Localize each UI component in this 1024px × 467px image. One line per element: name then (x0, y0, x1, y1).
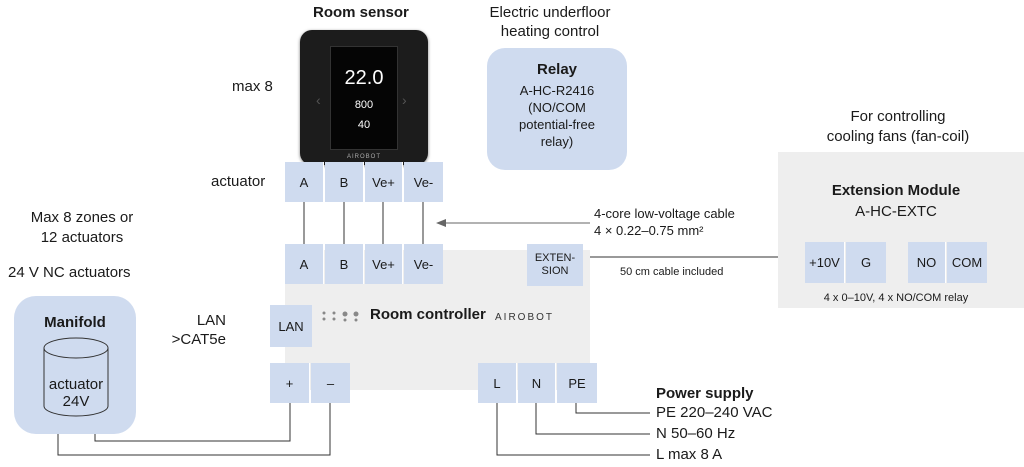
extension-module-box: Extension Module A-HC-EXTC +10V G NO COM… (778, 152, 1024, 308)
power-supply-title: Power supply (656, 385, 754, 402)
relay-line1: A-HC-R2416 (519, 83, 595, 98)
relay-header: Electric underfloor heating control (474, 3, 626, 41)
cable-arrow-head (436, 219, 446, 227)
lan-label: LAN >CAT5e (166, 311, 226, 349)
controller-terminal-ve-plus: Ve+ (365, 244, 403, 284)
manifold-box: Manifold actuator 24V (14, 296, 136, 434)
controller-terminal-a: A (285, 244, 324, 284)
wire-l (496, 403, 650, 456)
extension-module-title: Extension Module (831, 182, 961, 199)
room-sensor-brand: AIROBOT (346, 154, 381, 160)
relay-title: Relay (536, 61, 578, 78)
terminal-pe: PE (557, 363, 597, 403)
relay-line4: relay) (540, 134, 574, 149)
lan-line2: >CAT5e (171, 331, 226, 348)
wire-n (535, 403, 650, 435)
power-pe-label: PE 220–240 VAC (656, 404, 773, 421)
actuator-cylinder-icon (43, 337, 109, 417)
extension-port-line2: SION (541, 265, 569, 277)
extension-module-note: 4 x 0–10V, 4 x NO/COM relay (823, 292, 969, 304)
relay-line2: (NO/COM (528, 100, 586, 115)
extension-port-line1: EXTEN- (534, 252, 576, 264)
lan-line1: LAN (196, 312, 226, 329)
manifold-title: Manifold (44, 314, 106, 331)
zones-label: Max 8 zones or 12 actuators (14, 208, 150, 248)
manifold-actuator-line1: actuator (48, 376, 104, 393)
zones-line1: Max 8 zones or (30, 209, 134, 226)
relay-header-line1: Electric underfloor (489, 4, 611, 21)
terminal-l: L (478, 363, 517, 403)
room-sensor-title: Room sensor (313, 4, 409, 21)
manifold-actuator-label: actuator 24V (42, 376, 110, 410)
ext-terminal-g: G (846, 242, 886, 283)
power-l-label: L max 8 A (656, 446, 723, 463)
screen-temperature: 22.0 (344, 67, 384, 89)
room-sensor-device: 22.0 800 40 ‹ › AIROBOT (300, 30, 428, 165)
extension-header-line1: For controlling (850, 108, 946, 125)
controller-led-icon (320, 309, 364, 328)
controller-terminal-b: B (325, 244, 364, 284)
relay-line3: potential-free (519, 117, 595, 132)
cable-line2: 4 × 0.22–0.75 mm² (594, 223, 704, 238)
sensor-terminal-a: A (285, 162, 324, 202)
controller-brand: AIROBOT (495, 312, 555, 323)
terminal-n: N (518, 363, 556, 403)
controller-title: Room controller (370, 306, 486, 323)
chevron-right-icon: › (402, 92, 407, 108)
ext-terminal-no: NO (908, 242, 946, 283)
extension-port: EXTEN- SION (527, 244, 583, 286)
nc-actuators-label: 24 V NC actuators (8, 264, 131, 281)
screen-humidity: 40 (357, 119, 371, 131)
chevron-left-icon: ‹ (316, 92, 321, 108)
terminal-minus: – (311, 363, 350, 403)
sensor-terminal-ve-minus: Ve- (404, 162, 443, 202)
cable-label: 4-core low-voltage cable 4 × 0.22–0.75 m… (594, 205, 735, 239)
room-sensor-screen: 22.0 800 40 (330, 46, 398, 150)
wire-pe (575, 403, 650, 414)
actuator-label: actuator (211, 173, 266, 190)
extension-cable-note: 50 cm cable included (620, 266, 724, 278)
cable-line1: 4-core low-voltage cable (594, 206, 735, 221)
extension-header: For controlling cooling fans (fan-coil) (800, 107, 996, 147)
zones-line2: 12 actuators (40, 229, 124, 246)
extension-module-model: A-HC-EXTC (855, 203, 937, 220)
ext-terminal-com: COM (947, 242, 987, 283)
ext-terminal-10v: +10V (805, 242, 845, 283)
screen-co2: 800 (354, 99, 374, 111)
relay-header-line2: heating control (500, 23, 600, 40)
extension-header-line2: cooling fans (fan-coil) (826, 128, 970, 145)
room-sensor-max: max 8 (232, 78, 273, 95)
controller-terminal-ve-minus: Ve- (404, 244, 443, 284)
terminal-plus: + (270, 363, 310, 403)
sensor-terminal-b: B (325, 162, 364, 202)
power-n-label: N 50–60 Hz (656, 425, 736, 442)
relay-box: Relay A-HC-R2416 (NO/COM potential-free … (487, 48, 627, 170)
lan-port: LAN (270, 305, 312, 347)
manifold-actuator-line2: 24V (62, 393, 90, 410)
sensor-terminal-ve-plus: Ve+ (365, 162, 403, 202)
